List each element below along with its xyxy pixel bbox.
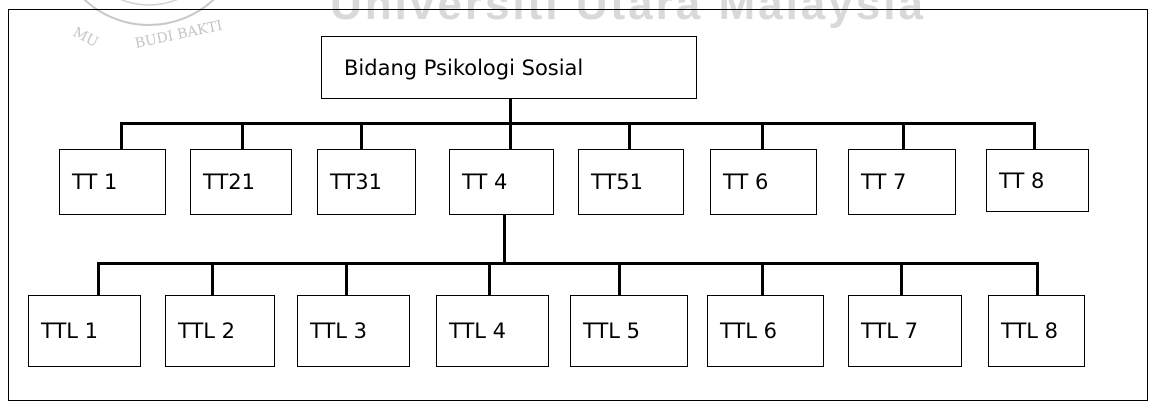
root-node: Bidang Psikologi Sosial (321, 36, 697, 99)
level1-node-8: TT 8 (986, 149, 1089, 212)
level1-drop-8 (1033, 122, 1036, 150)
level1-node-label: TT 8 (999, 168, 1045, 193)
tt4-stem (503, 214, 506, 264)
level2-node-label: TTL 7 (861, 319, 919, 343)
level2-drop-3 (345, 262, 348, 296)
level1-node-label: TT51 (591, 170, 644, 194)
university-seal-watermark: MU BUDI BAKTI (70, 0, 224, 52)
level2-node-1: TTL 1 (28, 295, 141, 367)
level1-node-2: TT21 (190, 149, 292, 215)
level2-node-2: TTL 2 (165, 295, 275, 367)
level2-node-label: TTL 3 (310, 319, 368, 343)
level1-node-1: TT 1 (59, 149, 166, 215)
diagram-frame (8, 9, 1148, 401)
level2-bus (97, 262, 1039, 265)
level1-node-label: TT 4 (462, 170, 508, 194)
level1-node-4: TT 4 (449, 149, 554, 215)
level1-drop-2 (241, 122, 244, 150)
level2-drop-8 (1036, 262, 1039, 296)
level1-drop-7 (902, 122, 905, 150)
level1-node-label: TT 6 (723, 170, 769, 194)
level1-node-7: TT 7 (848, 149, 956, 215)
level1-node-5: TT51 (578, 149, 684, 215)
level1-node-3: TT31 (317, 149, 416, 215)
root-node-label: Bidang Psikologi Sosial (344, 55, 584, 80)
level1-drop-4 (509, 122, 512, 150)
level2-drop-2 (211, 262, 214, 296)
level2-node-8: TTL 8 (988, 295, 1085, 367)
level2-node-7: TTL 7 (848, 295, 962, 367)
level1-drop-6 (761, 122, 764, 150)
level2-drop-1 (97, 262, 100, 296)
level1-node-label: TT31 (330, 170, 383, 194)
level2-node-label: TTL 8 (1001, 319, 1059, 343)
level1-node-6: TT 6 (710, 149, 817, 215)
level2-node-label: TTL 2 (178, 319, 236, 343)
level2-node-label: TTL 4 (449, 319, 507, 343)
level1-node-label: TT 7 (861, 170, 907, 194)
level2-node-5: TTL 5 (570, 295, 688, 367)
level1-node-label: TT21 (203, 170, 256, 194)
level2-drop-6 (761, 262, 764, 296)
level1-node-label: TT 1 (72, 170, 118, 194)
level2-node-label: TTL 5 (583, 319, 641, 343)
level1-drop-5 (628, 122, 631, 150)
root-stem (509, 98, 512, 124)
level1-drop-1 (120, 122, 123, 150)
level2-drop-4 (488, 262, 491, 296)
level2-node-6: TTL 6 (707, 295, 824, 367)
level2-node-label: TTL 1 (41, 319, 99, 343)
level2-node-label: TTL 6 (720, 319, 778, 343)
level2-node-4: TTL 4 (436, 295, 549, 367)
university-watermark-text: Universiti Utara Malaysia (330, 0, 926, 29)
level2-drop-7 (900, 262, 903, 296)
level1-drop-3 (360, 122, 363, 150)
level2-node-3: TTL 3 (297, 295, 410, 367)
level2-drop-5 (618, 262, 621, 296)
level1-bus (120, 122, 1036, 125)
